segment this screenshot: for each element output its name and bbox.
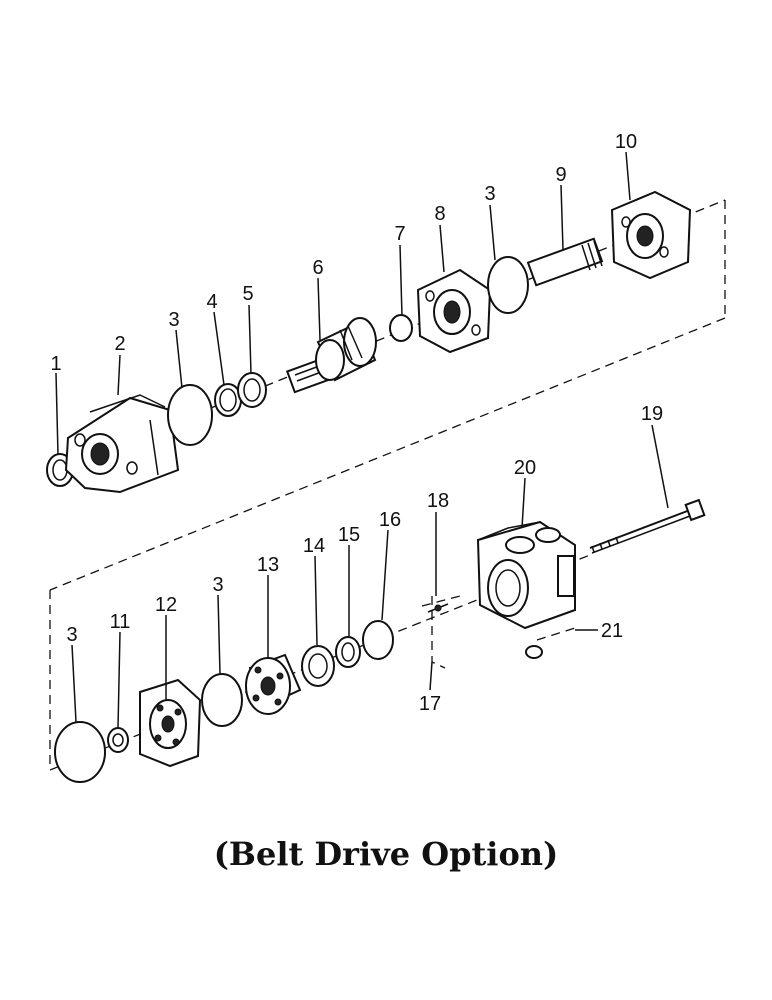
label-part-7: 7 xyxy=(394,223,405,245)
part-14-bearing xyxy=(301,645,335,687)
label-part-13: 13 xyxy=(257,554,279,576)
part-11-seal xyxy=(107,727,129,753)
label-part-10: 10 xyxy=(615,131,637,153)
part-9-splined-shaft xyxy=(526,237,604,287)
part-19-bolt xyxy=(589,498,706,554)
part-17-18-pin-detail xyxy=(421,595,461,669)
label-part-12: 12 xyxy=(155,594,177,616)
label-part-3-d: 3 xyxy=(66,624,77,646)
part-2-housing xyxy=(64,394,180,494)
label-part-9: 9 xyxy=(555,164,566,186)
diagram-caption: (Belt Drive Option) xyxy=(214,835,558,873)
cross-connector-line xyxy=(49,317,726,591)
part-13-rotor xyxy=(245,653,302,715)
label-part-6: 6 xyxy=(312,257,323,279)
part-21-check-valve xyxy=(525,627,576,659)
label-part-5: 5 xyxy=(242,283,253,305)
label-part-17: 17 xyxy=(419,693,441,715)
label-part-3-b: 3 xyxy=(484,183,495,205)
part-8-flange-plate xyxy=(416,268,492,354)
label-part-2: 2 xyxy=(114,333,125,355)
part-3-o-ring-d xyxy=(54,721,106,783)
part-3-o-ring-c xyxy=(201,673,243,727)
part-5-bearing xyxy=(237,372,267,408)
part-12-valve-plate xyxy=(139,678,202,768)
part-10-end-cap xyxy=(610,190,692,280)
label-part-19: 19 xyxy=(641,403,663,425)
label-part-3-c: 3 xyxy=(212,574,223,596)
label-part-21: 21 xyxy=(601,620,623,642)
part-3-o-ring-a xyxy=(167,384,213,446)
label-part-8: 8 xyxy=(434,203,445,225)
part-20-valve-housing xyxy=(476,520,576,630)
part-7-ring xyxy=(389,314,413,342)
label-part-16: 16 xyxy=(379,509,401,531)
label-part-18: 18 xyxy=(427,490,449,512)
label-part-11: 11 xyxy=(110,611,131,633)
label-part-20: 20 xyxy=(514,457,536,479)
part-3-o-ring-b xyxy=(487,256,529,314)
label-part-1: 1 xyxy=(50,353,61,375)
label-part-14: 14 xyxy=(303,535,325,557)
label-part-3-a: 3 xyxy=(168,309,179,331)
part-6-shaft-assembly xyxy=(285,317,377,394)
label-part-15: 15 xyxy=(338,524,360,546)
part-16-ring xyxy=(362,620,394,660)
part-15-ring xyxy=(335,636,361,668)
label-part-4: 4 xyxy=(206,291,217,313)
leader-lines xyxy=(55,151,669,729)
